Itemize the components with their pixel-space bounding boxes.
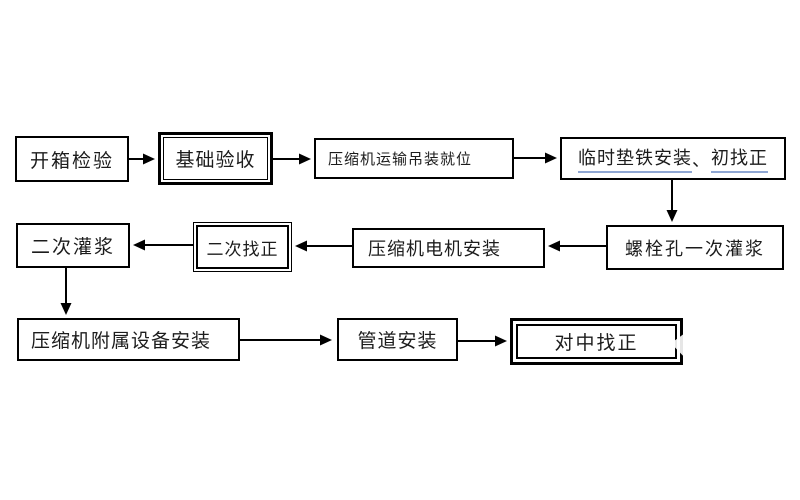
edge-erguan-fushu <box>60 268 72 315</box>
flow-node-kaixiang: 开箱检验 <box>15 136 129 182</box>
arrowhead <box>495 335 507 347</box>
flow-node-label: 压缩机运输吊装就位 <box>328 151 473 168</box>
arrowhead <box>60 303 72 315</box>
flow-node-inner-border: 二次找正 <box>196 225 289 269</box>
flow-node-duizhong: 对中找正 <box>510 318 683 365</box>
flow-node-label: 基础验收 <box>175 150 256 171</box>
arrowhead <box>295 240 307 252</box>
edge-dianji-erzhao <box>295 240 352 252</box>
flow-node-linshi: 临时垫铁安装、初找正 <box>560 137 786 180</box>
edge-erzhao-erguan <box>133 239 193 251</box>
flow-node-label: 二次找正 <box>206 239 279 259</box>
arrowhead <box>320 334 332 346</box>
flow-node-inner-border: 对中找正 <box>516 324 677 359</box>
arrowhead <box>143 153 155 165</box>
flow-node-erzhao: 二次找正 <box>193 222 292 272</box>
edge-guandao-duizhong <box>458 335 507 347</box>
flow-node-label: 压缩机电机安装 <box>368 239 501 259</box>
flow-node-luoshuan: 螺栓孔一次灌浆 <box>606 225 784 270</box>
flow-node-fushu: 压缩机附属设备安装 <box>17 318 240 361</box>
flow-node-yunshu: 压缩机运输吊装就位 <box>314 138 514 179</box>
edge-yunshu-linshi <box>514 152 557 164</box>
flow-node-jichu: 基础验收 <box>158 132 273 185</box>
flow-node-erguan: 二次灌浆 <box>16 223 130 268</box>
edge-fushu-guandao <box>240 334 332 346</box>
flow-node-inner-border: 基础验收 <box>163 137 268 180</box>
arrowhead <box>666 210 678 222</box>
flow-node-label: 螺栓孔一次灌浆 <box>625 238 765 259</box>
arrowhead <box>545 152 557 164</box>
flow-node-guandao: 管道安装 <box>337 318 458 361</box>
edge-luoshuan-dianji <box>548 240 606 252</box>
flow-node-label: 开箱检验 <box>29 150 114 172</box>
edge-linshi-luoshuan <box>666 180 678 222</box>
arrowhead <box>133 239 145 251</box>
flow-node-label: 管道安装 <box>357 331 438 352</box>
flow-node-label: 二次灌浆 <box>30 237 115 258</box>
link-linshi-2[interactable]: 初找正 <box>711 144 768 173</box>
flow-node-label: 对中找正 <box>554 333 639 354</box>
link-linshi-0[interactable]: 临时垫铁安装 <box>578 144 692 173</box>
edge-kaixiang-jichu <box>129 153 155 165</box>
flow-node-dianji: 压缩机电机安装 <box>352 228 545 268</box>
arrowhead <box>548 240 560 252</box>
flow-node-label: 压缩机附属设备安装 <box>31 331 212 352</box>
arrowhead <box>299 153 311 165</box>
label-separator: 、 <box>692 149 711 170</box>
edge-jichu-yunshu <box>273 153 311 165</box>
